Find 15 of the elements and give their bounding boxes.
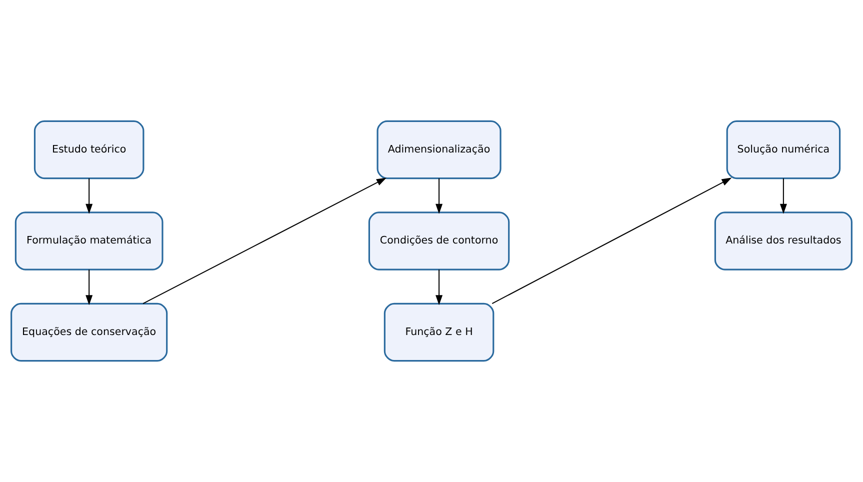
node-box: Estudo teórico — [34, 120, 144, 180]
arrow — [436, 270, 443, 306]
arrow — [436, 178, 443, 214]
arrow — [142, 178, 386, 304]
node-box: Solução numérica — [726, 120, 841, 180]
arrow — [86, 178, 93, 214]
node-box: Análise dos resultados — [714, 212, 852, 270]
node-box: Condições de contorno — [368, 212, 510, 270]
node-box: Formulação matemática — [14, 212, 164, 270]
node-box: Adimensionalização — [376, 120, 502, 180]
arrow — [780, 178, 787, 214]
node-box: Função Z e H — [384, 302, 494, 362]
arrow — [492, 178, 732, 304]
node-box: Equações de conservação — [10, 302, 168, 362]
arrow — [86, 270, 93, 306]
